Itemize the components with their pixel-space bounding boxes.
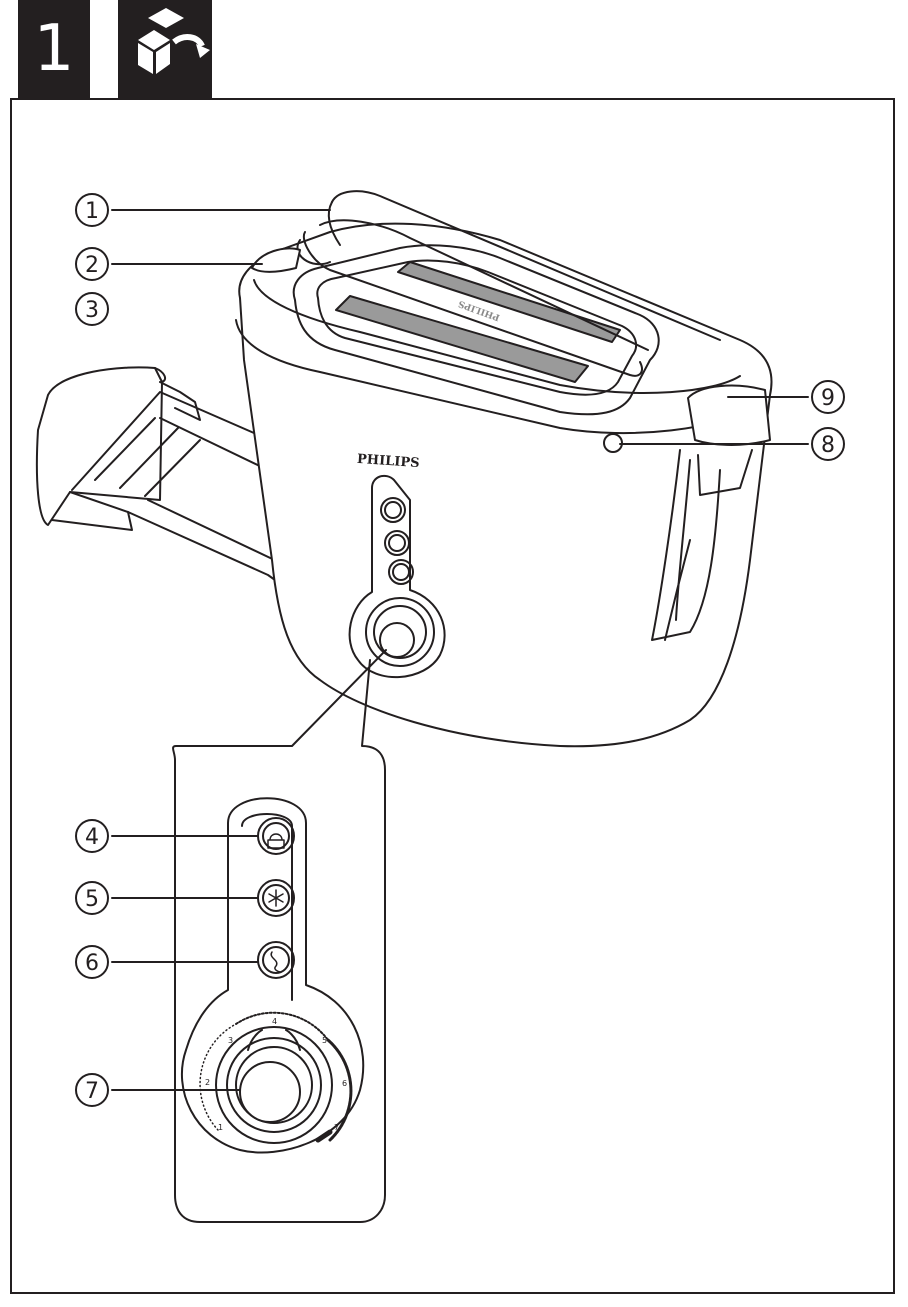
defrost-icon — [268, 889, 284, 907]
callout-2: 2 — [85, 253, 99, 278]
figure-number: 1 — [33, 12, 75, 86]
callout-4: 4 — [85, 825, 99, 850]
figure-number-tab: 1 — [18, 0, 90, 98]
callout-8: 8 — [821, 433, 835, 458]
dial-setting-2: 2 — [205, 1078, 210, 1087]
crumb-tray — [35, 366, 286, 581]
callout-5: 5 — [85, 887, 99, 912]
dial-setting-5: 5 — [322, 1036, 327, 1045]
control-panel-detail — [181, 797, 365, 1154]
callout-6: 6 — [85, 951, 99, 976]
brand-logo: PHILIPS — [357, 452, 420, 471]
dial-setting-3: 3 — [228, 1036, 233, 1045]
stop-button — [603, 433, 623, 453]
callout-3: 3 — [85, 298, 99, 323]
dial-setting-6: 6 — [342, 1079, 347, 1088]
toaster-body — [235, 190, 773, 748]
dial-setting-1: 1 — [218, 1123, 223, 1132]
callout-1: 1 — [85, 199, 99, 224]
figure-frame — [10, 98, 895, 1294]
dial-setting-7: 7 — [334, 1123, 339, 1132]
callout-9: 9 — [821, 386, 835, 411]
callout-7: 7 — [85, 1079, 99, 1104]
control-strip — [348, 474, 446, 679]
callout-leaders — [111, 209, 809, 1091]
reheat-icon — [270, 951, 281, 973]
dial-setting-4: 4 — [272, 1017, 277, 1026]
bun-warming-icon — [267, 833, 285, 849]
unpack-box-icon — [118, 0, 212, 98]
